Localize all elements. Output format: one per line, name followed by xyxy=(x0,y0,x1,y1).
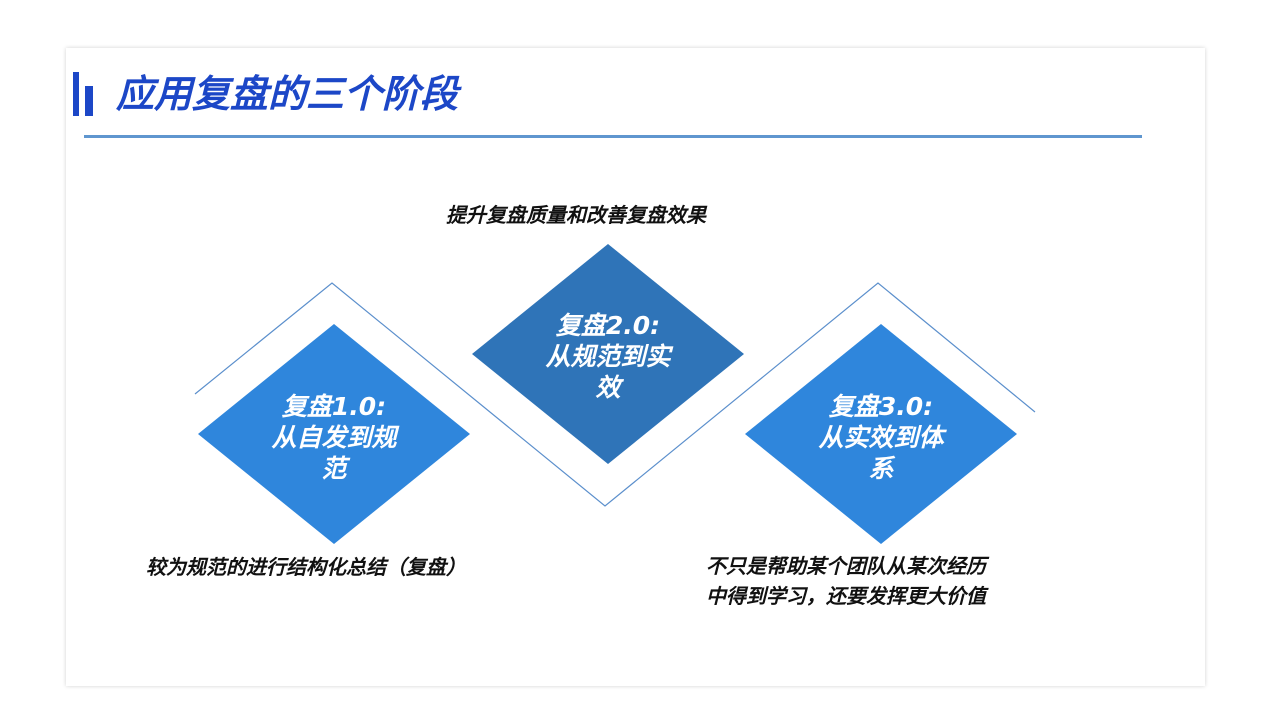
title-underline xyxy=(84,135,1142,138)
accent-bar-tall xyxy=(73,72,79,116)
stage-1-caption: 较为规范的进行结构化总结（复盘） xyxy=(146,555,466,579)
stage-3-label-line1: 复盘3.0: xyxy=(828,392,934,421)
stage-1-label-line3: 范 xyxy=(321,454,347,483)
stage-1-diamond xyxy=(198,324,470,544)
stage-diagram xyxy=(194,244,1036,544)
stage-2-label-line2: 从规范到实 xyxy=(545,342,671,371)
stage-3-diamond xyxy=(745,324,1017,544)
stage-3-caption-line1: 不只是帮助某个团队从某次经历 xyxy=(706,554,986,578)
stage-2-label: 复盘2.0: 从规范到实 效 xyxy=(518,310,698,403)
stage-2-diamond xyxy=(472,244,744,464)
stage-3-label: 复盘3.0: 从实效到体 系 xyxy=(791,391,971,484)
zigzag-connector-line xyxy=(194,282,1036,507)
stage-3-caption-line2: 中得到学习，还要发挥更大价值 xyxy=(706,584,986,608)
stage-2-label-line1: 复盘2.0: xyxy=(555,311,661,340)
stage-1-label: 复盘1.0: 从自发到规 范 xyxy=(244,391,424,484)
stage-3-caption: 不只是帮助某个团队从某次经历 中得到学习，还要发挥更大价值 xyxy=(706,551,986,611)
stage-2-caption: 提升复盘质量和改善复盘效果 xyxy=(446,203,706,227)
stage-3-label-line2: 从实效到体 xyxy=(818,423,944,452)
page-title: 应用复盘的三个阶段 xyxy=(116,72,459,116)
title-accent-bars xyxy=(73,72,95,116)
stage-1-label-line2: 从自发到规 xyxy=(271,423,397,452)
slide: 应用复盘的三个阶段 复盘1.0: 从自发到规 范 复盘2.0: 从规范到实 效 … xyxy=(66,48,1205,686)
stage-3-label-line3: 系 xyxy=(868,454,894,483)
stage-2-label-line3: 效 xyxy=(595,373,621,402)
accent-bar-short xyxy=(85,86,93,116)
stage-1-label-line1: 复盘1.0: xyxy=(281,392,387,421)
